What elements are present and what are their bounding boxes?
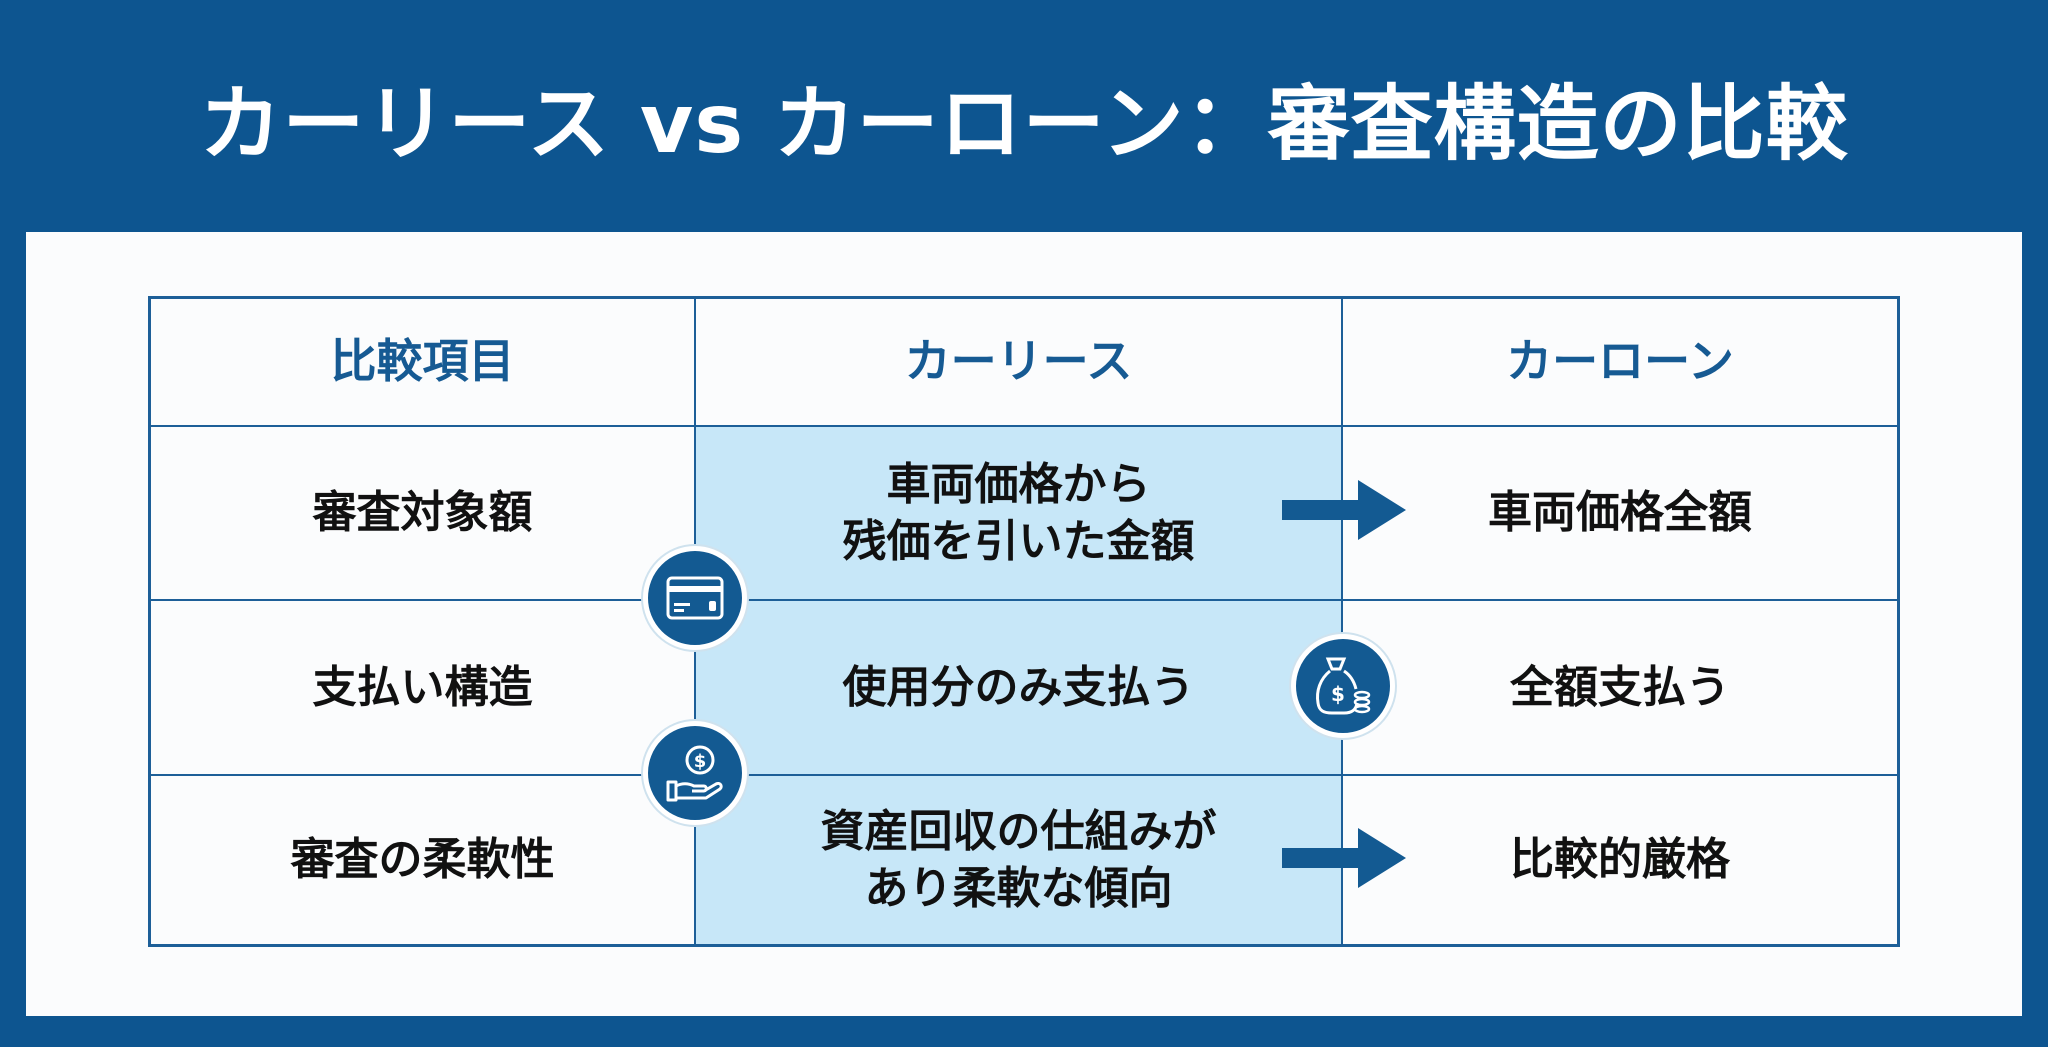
- row-item: 審査の柔軟性: [151, 776, 696, 944]
- svg-text:$: $: [1331, 682, 1345, 706]
- comparison-table: 比較項目 カーリース カーローン 審査対象額 車両価格から 残価を引いた金額 車…: [148, 296, 1900, 947]
- row-lease: 使用分のみ支払う: [696, 601, 1343, 776]
- svg-text:$: $: [694, 751, 707, 772]
- header-loan: カーローン: [1343, 299, 1897, 427]
- credit-card-icon: [643, 546, 747, 650]
- row-lease: 車両価格から 残価を引いた金額: [696, 427, 1343, 601]
- row-loan: 車両価格全額: [1343, 427, 1897, 601]
- row-item: 支払い構造: [151, 601, 696, 776]
- money-bag-icon: $: [1291, 634, 1395, 738]
- row-loan: 全額支払う: [1343, 601, 1897, 776]
- row-item: 審査対象額: [151, 427, 696, 601]
- header-lease: カーリース: [696, 299, 1343, 427]
- row-loan: 比較的厳格: [1510, 834, 1730, 886]
- hand-coin-icon: $: [643, 721, 747, 825]
- arrow-right-icon: [1282, 828, 1406, 888]
- row-lease: 資産回収の仕組みが あり柔軟な傾向: [696, 776, 1343, 944]
- page-title: カーリース vs カーローン：審査構造の比較: [199, 76, 1849, 172]
- header-item: 比較項目: [151, 299, 696, 427]
- arrow-right-icon: [1282, 480, 1406, 540]
